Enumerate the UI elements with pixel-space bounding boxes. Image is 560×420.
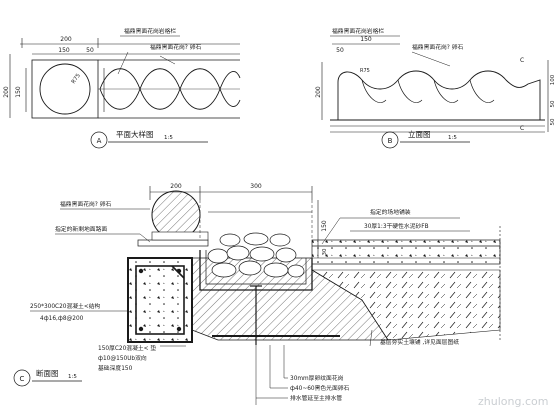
plan-callout-cobble: 福鼎黑面花岗岩格栏	[124, 27, 176, 35]
elev-callout-b: 福鼎黑面花岗? 卵石	[412, 43, 463, 51]
elev-title-index	[381, 131, 399, 149]
elev-title: 立面图	[408, 129, 431, 139]
section-callout-mortar: 30厚1:3干硬性水泥砂FB	[364, 222, 429, 230]
section-subbase	[310, 269, 501, 341]
section-callout-rebar: 4ф16,ф8@200	[40, 316, 84, 322]
plan-round-stone	[39, 63, 91, 115]
section-title-index	[13, 369, 31, 387]
section-callout-beam: 250*300C20混凝土<结构	[30, 302, 100, 310]
section-view: 200 300 150 30	[13, 183, 501, 405]
elev-dim-top: 150	[360, 36, 372, 43]
elev-title-index-label: B	[388, 137, 393, 145]
section-callout-depth: 基础深度150	[98, 364, 133, 372]
section-title: 断面图	[36, 368, 59, 378]
elev-rope	[361, 79, 495, 103]
elev-dim-right-a: 100	[550, 74, 556, 85]
rebar-dot	[176, 326, 182, 332]
plan-radius: R75	[71, 72, 82, 85]
section-callout-slab: 150厚C20混凝土< 垫	[98, 344, 156, 352]
section-scale: 1:5	[68, 374, 77, 380]
elev-callout-a: 福鼎黑面花岗岩格栏	[332, 27, 384, 35]
elev-dim-right-c: 50	[550, 118, 556, 125]
section-stone-base	[151, 231, 209, 241]
elev-cut-mark-top: C	[520, 57, 524, 64]
section-dim-200: 200	[170, 183, 182, 190]
elev-outline	[337, 70, 541, 121]
plan-title-index-label: A	[97, 137, 102, 145]
plan-dim-sub-mid: 50	[86, 47, 94, 54]
elev-scale: 1:5	[448, 135, 457, 141]
section-dim-300: 300	[250, 183, 262, 190]
section-callout-paving: 指定的场地铺装	[370, 208, 411, 216]
rebar-dot	[138, 326, 144, 332]
section-concrete-beam	[127, 257, 193, 343]
elev-radius: R75	[360, 68, 370, 74]
elev-dim-left: 200	[315, 86, 322, 98]
plan-callout-granite: 福鼎黑面花岗? 卵石	[150, 43, 201, 51]
plan-title: 平面大样图	[116, 129, 154, 139]
section-callout-road-fill: 指定的新剩地面路面	[55, 225, 107, 233]
section-callout-drain: 排水管延至主排水管	[290, 394, 342, 402]
rebar-dot	[138, 268, 144, 274]
plan-dim-left: 200	[3, 86, 10, 98]
section-paving-layer	[311, 239, 501, 265]
section-callout-gravel: ф10@150Ub双向	[98, 354, 147, 362]
plan-scale: 1:5	[164, 135, 173, 141]
elevation-view: 150 50 200 100 50 50 C C R75 福鼎黑面花岗岩格栏 福…	[315, 27, 556, 149]
plan-view: 200 150 50 200 150 R75 福鼎黑面花岗岩格栏 福鼎黑面花岗?…	[3, 27, 241, 149]
section-callout-pebble-size: ф40~60黑色光面卵石	[290, 384, 350, 392]
section-title-index-label: C	[20, 375, 25, 383]
section-callout-pebble-layer: 30mm厚卵纹面花岗	[290, 374, 344, 382]
plan-dim-sub-left: 150	[58, 47, 70, 54]
section-callout-soil: 基层夯实土壤铺 ,详见面层图纸	[380, 338, 459, 346]
elev-cut-mark-bottom: C	[520, 125, 524, 132]
section-dim-150: 150	[321, 220, 328, 232]
elev-dim-sub-left: 50	[336, 47, 344, 54]
section-pebbles	[207, 232, 305, 278]
elev-dim-right-b: 50	[550, 100, 556, 107]
section-callout-granite: 福鼎黑面花岗? 卵石	[60, 200, 111, 208]
plan-title-index	[90, 131, 108, 149]
watermark-text: zhulong.com	[478, 395, 548, 408]
plan-dim-left-inner: 150	[15, 86, 22, 98]
plan-dim-top: 200	[60, 36, 72, 43]
